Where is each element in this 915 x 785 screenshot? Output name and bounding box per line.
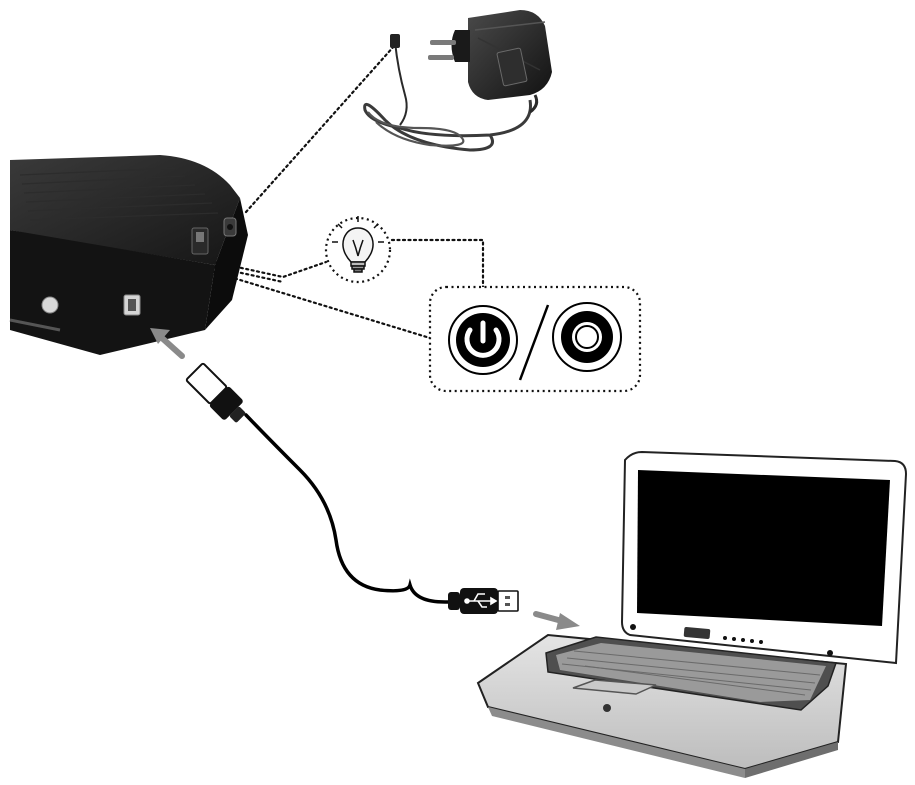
- adapter-prong-bottom: [428, 55, 454, 60]
- enclosure-ridges: [19, 167, 219, 221]
- adapter-label-plate: [496, 47, 528, 87]
- light-bulb-icon: [332, 216, 384, 273]
- arrow-to-laptop: [533, 611, 580, 630]
- adapter-cable: [363, 99, 532, 152]
- laptop-status-leds: [723, 636, 763, 644]
- enclosure-label-stripe: [9, 318, 61, 332]
- adapter-cable-lead: [394, 41, 408, 126]
- usb-b-plug: [185, 362, 246, 423]
- usb-a-plug: [448, 588, 519, 614]
- adapter-plug-base: [451, 30, 470, 62]
- adapter-dc-plug: [390, 34, 400, 48]
- laptop-hinge: [683, 627, 711, 639]
- laptop-touchpad: [572, 679, 657, 695]
- laptop-base-front: [488, 707, 745, 778]
- power-on-icon[interactable]: [448, 305, 518, 375]
- power-toggle-knob: [196, 232, 204, 242]
- adapter-prong-top: [430, 40, 456, 45]
- arrow-to-enclosure: [150, 328, 185, 359]
- power-led-callout: [324, 216, 392, 284]
- switch-separator-slash: [518, 304, 550, 381]
- laptop-key-rows: [561, 650, 821, 696]
- external-hdd-enclosure: [9, 155, 248, 355]
- switch-connector-line: [212, 270, 432, 340]
- enclosure-side: [205, 198, 248, 330]
- usb-icon: [464, 593, 498, 608]
- enclosure-front: [10, 230, 215, 355]
- power-adapter: [363, 10, 552, 152]
- adapter-connector-line: [244, 43, 397, 214]
- laptop-screen: [637, 470, 890, 626]
- usb-cable-wire: [244, 413, 464, 604]
- laptop-base-side: [745, 742, 838, 778]
- laptop-trackpoint: [603, 704, 611, 712]
- enclosure-top: [10, 155, 240, 265]
- power-off-icon[interactable]: [552, 302, 622, 372]
- power-switch-callout: [428, 285, 642, 393]
- enclosure-screw: [41, 296, 59, 314]
- laptop: [476, 450, 908, 778]
- usb-cable: [185, 362, 519, 614]
- laptop-keyboard: [556, 643, 826, 702]
